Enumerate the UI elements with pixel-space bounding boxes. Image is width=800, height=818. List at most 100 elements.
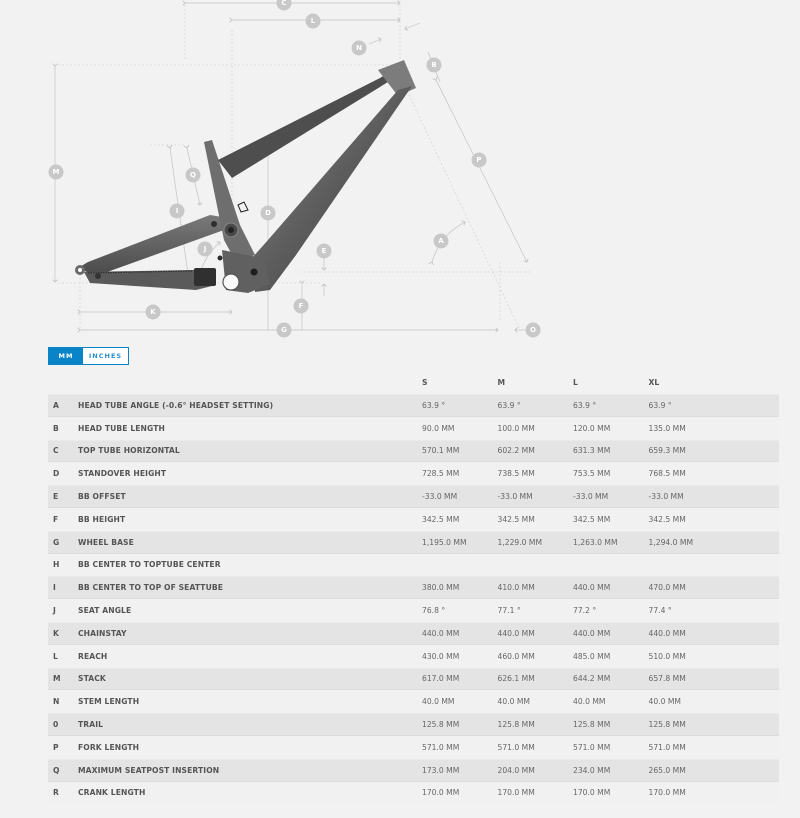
row-name: WHEEL BASE bbox=[78, 537, 134, 547]
svg-text:J: J bbox=[203, 245, 207, 253]
row-key: I bbox=[53, 583, 56, 593]
row-key: P bbox=[53, 742, 59, 752]
column-header-xl: XL bbox=[648, 378, 660, 387]
row-key: D bbox=[53, 469, 60, 479]
row-value-xl: -33.0 MM bbox=[648, 492, 684, 502]
row-value-xl: 125.8 MM bbox=[648, 720, 686, 730]
row-name: REACH bbox=[78, 651, 108, 661]
row-value-s: 173.0 MM bbox=[422, 765, 460, 775]
unit-inches-button[interactable]: INCHES bbox=[83, 348, 128, 364]
row-name: HEAD TUBE LENGTH bbox=[78, 423, 165, 433]
row-value-s: 63.9 ° bbox=[422, 400, 446, 410]
svg-text:I: I bbox=[176, 207, 179, 215]
row-name: BB HEIGHT bbox=[78, 514, 126, 524]
row-value-xl: 265.0 MM bbox=[648, 765, 686, 775]
row-key: H bbox=[53, 560, 60, 570]
svg-text:M: M bbox=[53, 168, 60, 176]
svg-text:O: O bbox=[530, 326, 536, 334]
row-value-xl: 135.0 MM bbox=[648, 423, 686, 433]
row-key: Q bbox=[53, 765, 60, 775]
svg-text:P: P bbox=[476, 156, 481, 164]
row-value-xl: 77.4 ° bbox=[648, 606, 672, 616]
row-value-s: 728.5 MM bbox=[422, 469, 460, 479]
badge-d: D bbox=[260, 205, 276, 221]
row-value-xl: 657.8 MM bbox=[648, 674, 686, 684]
column-header-s: S bbox=[422, 378, 428, 387]
row-value-l: 125.8 MM bbox=[573, 720, 611, 730]
row-name: BB OFFSET bbox=[78, 492, 126, 502]
row-value-l: 485.0 MM bbox=[573, 651, 611, 661]
row-key: 0 bbox=[53, 720, 59, 730]
row-name: STANDOVER HEIGHT bbox=[78, 469, 167, 479]
svg-text:B: B bbox=[431, 61, 436, 69]
svg-text:A: A bbox=[438, 237, 444, 245]
row-value-xl: 510.0 MM bbox=[648, 651, 686, 661]
row-value-s: 571.0 MM bbox=[422, 742, 460, 752]
row-value-m: 170.0 MM bbox=[497, 788, 535, 798]
svg-text:F: F bbox=[299, 302, 304, 310]
row-value-m: 571.0 MM bbox=[497, 742, 535, 752]
badge-o: O bbox=[525, 322, 541, 338]
row-value-s: 570.1 MM bbox=[422, 446, 460, 456]
row-key: M bbox=[53, 674, 61, 684]
row-name: BB CENTER TO TOPTUBE CENTER bbox=[78, 560, 221, 570]
row-value-xl: 63.9 ° bbox=[648, 400, 672, 410]
row-value-xl: 571.0 MM bbox=[648, 742, 686, 752]
row-value-m: 40.0 MM bbox=[497, 697, 530, 707]
svg-text:N: N bbox=[356, 44, 362, 52]
svg-text:L: L bbox=[311, 17, 316, 25]
row-value-s: 617.0 MM bbox=[422, 674, 460, 684]
svg-text:C: C bbox=[281, 0, 286, 7]
row-value-xl: 1,294.0 MM bbox=[648, 537, 694, 547]
row-name: CRANK LENGTH bbox=[78, 788, 146, 798]
row-value-s: 380.0 MM bbox=[422, 583, 460, 593]
row-name: STEM LENGTH bbox=[78, 697, 140, 707]
row-key: G bbox=[53, 537, 60, 547]
row-value-l: -33.0 MM bbox=[573, 492, 609, 502]
badge-p: P bbox=[471, 152, 487, 168]
row-value-s: 1,195.0 MM bbox=[422, 537, 467, 547]
row-value-s: 40.0 MM bbox=[422, 697, 455, 707]
table-row: H BB CENTER TO TOPTUBE CENTER bbox=[48, 553, 779, 577]
row-value-s: 76.8 ° bbox=[422, 606, 446, 616]
bike-frame bbox=[75, 60, 416, 293]
row-key: E bbox=[53, 492, 59, 502]
row-value-m: -33.0 MM bbox=[497, 492, 533, 502]
badge-q: Q bbox=[185, 167, 201, 183]
row-value-xl: 40.0 MM bbox=[648, 697, 681, 707]
row-value-l: 631.3 MM bbox=[573, 446, 611, 456]
row-value-l: 571.0 MM bbox=[573, 742, 611, 752]
row-value-m: 440.0 MM bbox=[497, 628, 535, 638]
unit-mm-button[interactable]: MM bbox=[49, 348, 83, 364]
badge-k: K bbox=[145, 304, 161, 320]
row-value-l: 234.0 MM bbox=[573, 765, 611, 775]
badge-g: G bbox=[276, 322, 292, 338]
row-name: MAXIMUM SEATPOST INSERTION bbox=[78, 765, 220, 775]
badge-e: E bbox=[316, 243, 332, 259]
row-key: A bbox=[53, 400, 59, 410]
badge-a: A bbox=[433, 233, 449, 249]
row-value-l: 440.0 MM bbox=[573, 628, 611, 638]
row-value-m: 125.8 MM bbox=[497, 720, 535, 730]
row-value-m: 410.0 MM bbox=[497, 583, 535, 593]
row-key: J bbox=[53, 606, 56, 616]
row-value-m: 602.2 MM bbox=[497, 446, 535, 456]
badge-j: J bbox=[197, 241, 213, 257]
row-value-l: 120.0 MM bbox=[573, 423, 611, 433]
row-value-m: 100.0 MM bbox=[497, 423, 535, 433]
